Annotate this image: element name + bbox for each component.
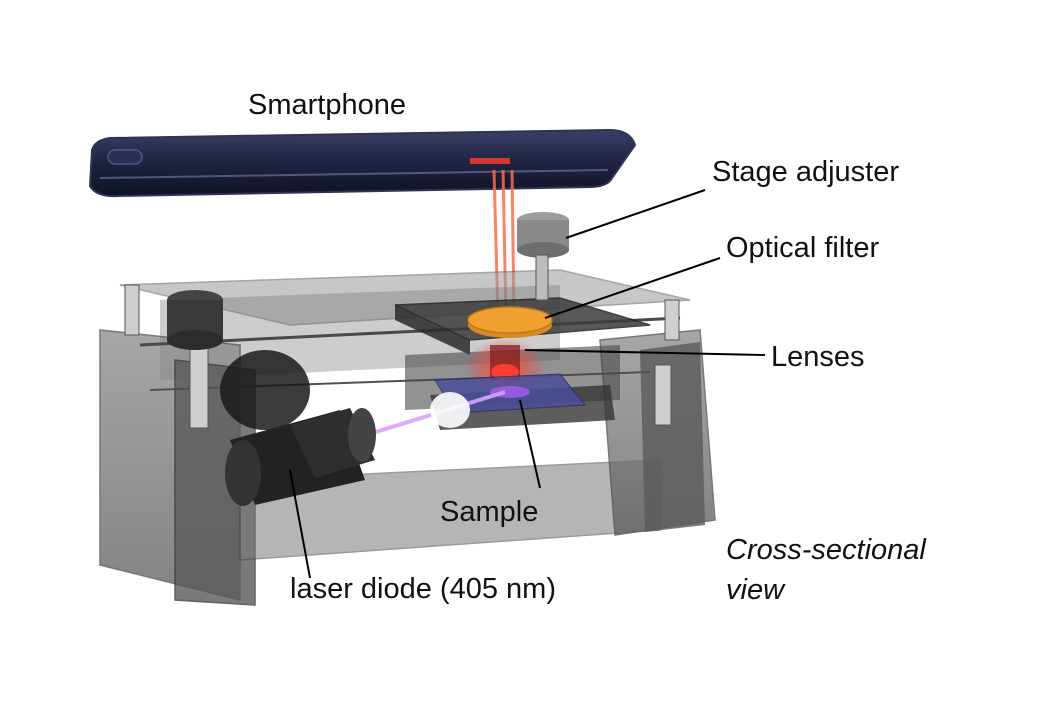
leader-sample [519,399,541,489]
stage-adjuster-knob [517,212,569,301]
leader-lenses [524,349,766,356]
label-optical-filter: Optical filter [726,232,880,264]
leader-laser-diode [289,469,311,579]
leader-lines [289,189,766,579]
label-stage-adjuster: Stage adjuster [712,156,900,188]
smartphone-illustration [88,128,637,198]
leader-optical-filter [544,257,721,319]
leader-stage-adjuster [565,189,706,239]
label-view-line1: Cross-sectional [726,534,926,566]
label-lenses: Lenses [771,341,865,373]
optical-filter-disc [467,306,553,338]
label-laser-diode: laser diode (405 nm) [290,573,556,605]
label-view-line2: view [726,574,785,606]
label-smartphone: Smartphone [248,89,406,121]
label-sample: Sample [440,496,539,528]
laser-diode [220,350,376,506]
